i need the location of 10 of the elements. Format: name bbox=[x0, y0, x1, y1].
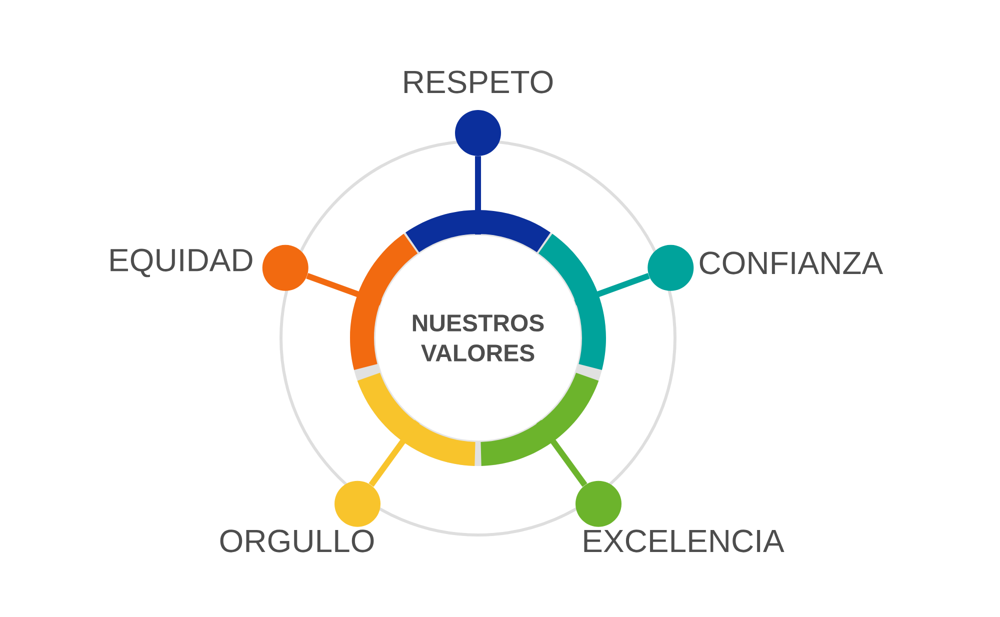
connector-stem bbox=[306, 273, 382, 306]
value-label: CONFIANZA bbox=[700, 252, 884, 274]
connector-stem bbox=[475, 156, 481, 234]
value-label: ORGULLO bbox=[220, 530, 374, 552]
connector-stem bbox=[368, 420, 420, 487]
value-label: RESPETO bbox=[404, 70, 553, 94]
connector-stem bbox=[574, 273, 650, 306]
connector-stem bbox=[536, 420, 588, 487]
value-label: EXCELENCIA bbox=[584, 530, 784, 552]
value-label: EQUIDAD bbox=[110, 248, 252, 278]
